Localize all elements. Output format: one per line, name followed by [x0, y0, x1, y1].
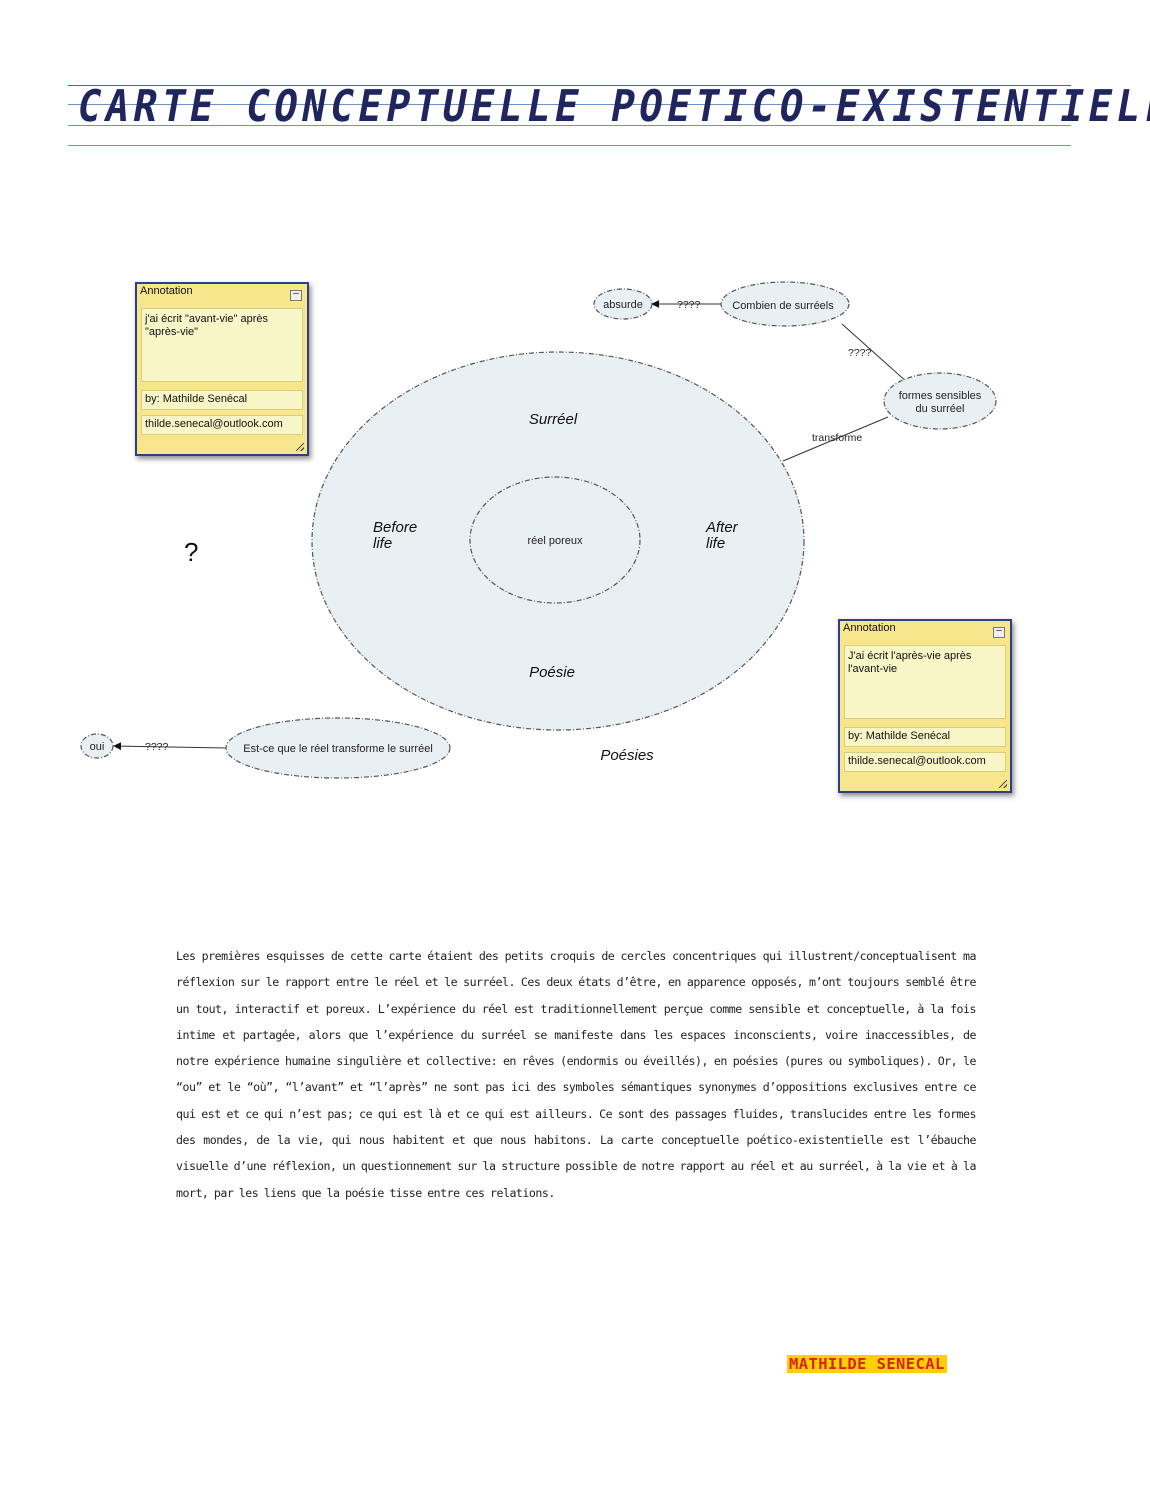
annotation-header: Annotation — [843, 622, 896, 634]
author-signature: MATHILDE SENECAL — [787, 1355, 947, 1373]
link-line-est-ce-to-oui — [113, 742, 228, 751]
annotation-author[interactable]: by: Mathilde Senécal — [141, 390, 303, 410]
label-before-life-2: life — [373, 535, 392, 552]
node-est-ce-que[interactable] — [225, 717, 451, 779]
link-label-combien-to-absurde: ???? — [677, 299, 701, 311]
node-formes-label-line2: du surréel — [916, 403, 965, 415]
annotation-text[interactable]: j'ai écrit "avant-vie" après "après-vie" — [141, 308, 303, 382]
label-surreel: Surréel — [529, 411, 578, 428]
title-rule-lower — [68, 125, 1071, 126]
resize-grip-icon[interactable] — [999, 780, 1007, 788]
title-rule-bottom — [68, 145, 1071, 146]
node-oui-label: oui — [90, 741, 105, 753]
label-after-life-1: After — [705, 519, 739, 536]
label-poesies: Poésies — [600, 747, 654, 764]
question-mark: ? — [184, 537, 199, 567]
link-label-formes-to-combien: ???? — [848, 347, 872, 359]
essay-paragraph: Les premières esquisses de cette carte é… — [176, 949, 977, 1200]
label-after-life-2: life — [706, 535, 725, 552]
link-line-formes-to-combien — [841, 323, 909, 384]
node-formes-label-line1: formes sensibles — [899, 390, 982, 402]
node-combien-de-surreels[interactable] — [720, 281, 850, 327]
label-before-life-1: Before — [373, 519, 417, 536]
node-combien-label: Combien de surréels — [732, 300, 834, 312]
node-absurde-label: absurde — [603, 299, 643, 311]
node-absurde[interactable] — [593, 288, 653, 320]
label-reel-poreux: réel poreux — [527, 535, 583, 547]
node-est-ce-label: Est-ce que le réel transforme le surréel — [243, 743, 433, 755]
annotation-email[interactable]: thilde.senecal@outlook.com — [844, 752, 1006, 772]
inner-circle[interactable] — [469, 476, 641, 604]
resize-grip-icon[interactable] — [296, 443, 304, 451]
node-oui[interactable] — [80, 733, 114, 759]
concept-map: ???? ???? transforme ???? absurde Combie… — [80, 281, 997, 779]
label-poesie: Poésie — [529, 664, 575, 681]
annotation-author[interactable]: by: Mathilde Senécal — [844, 727, 1006, 747]
node-formes-sensibles[interactable] — [883, 372, 997, 430]
link-label-est-ce-to-oui: ???? — [145, 741, 169, 753]
minimize-button[interactable]: – — [290, 289, 302, 301]
minimize-button[interactable]: – — [993, 626, 1005, 638]
annotation-email[interactable]: thilde.senecal@outlook.com — [141, 415, 303, 435]
link-label-transforme: transforme — [812, 432, 862, 444]
annotation-text[interactable]: J'ai écrit l'après-vie après l'avant-vie — [844, 645, 1006, 719]
title-rule-middle — [68, 104, 1071, 105]
link-line-outer-to-formes — [782, 416, 889, 462]
title-rule-top — [68, 85, 1071, 86]
annotation-header: Annotation — [140, 285, 193, 297]
annotation-note-1[interactable]: Annotation – j'ai écrit "avant-vie" aprè… — [135, 282, 309, 456]
annotation-note-2[interactable]: Annotation – J'ai écrit l'après-vie aprè… — [838, 619, 1012, 793]
